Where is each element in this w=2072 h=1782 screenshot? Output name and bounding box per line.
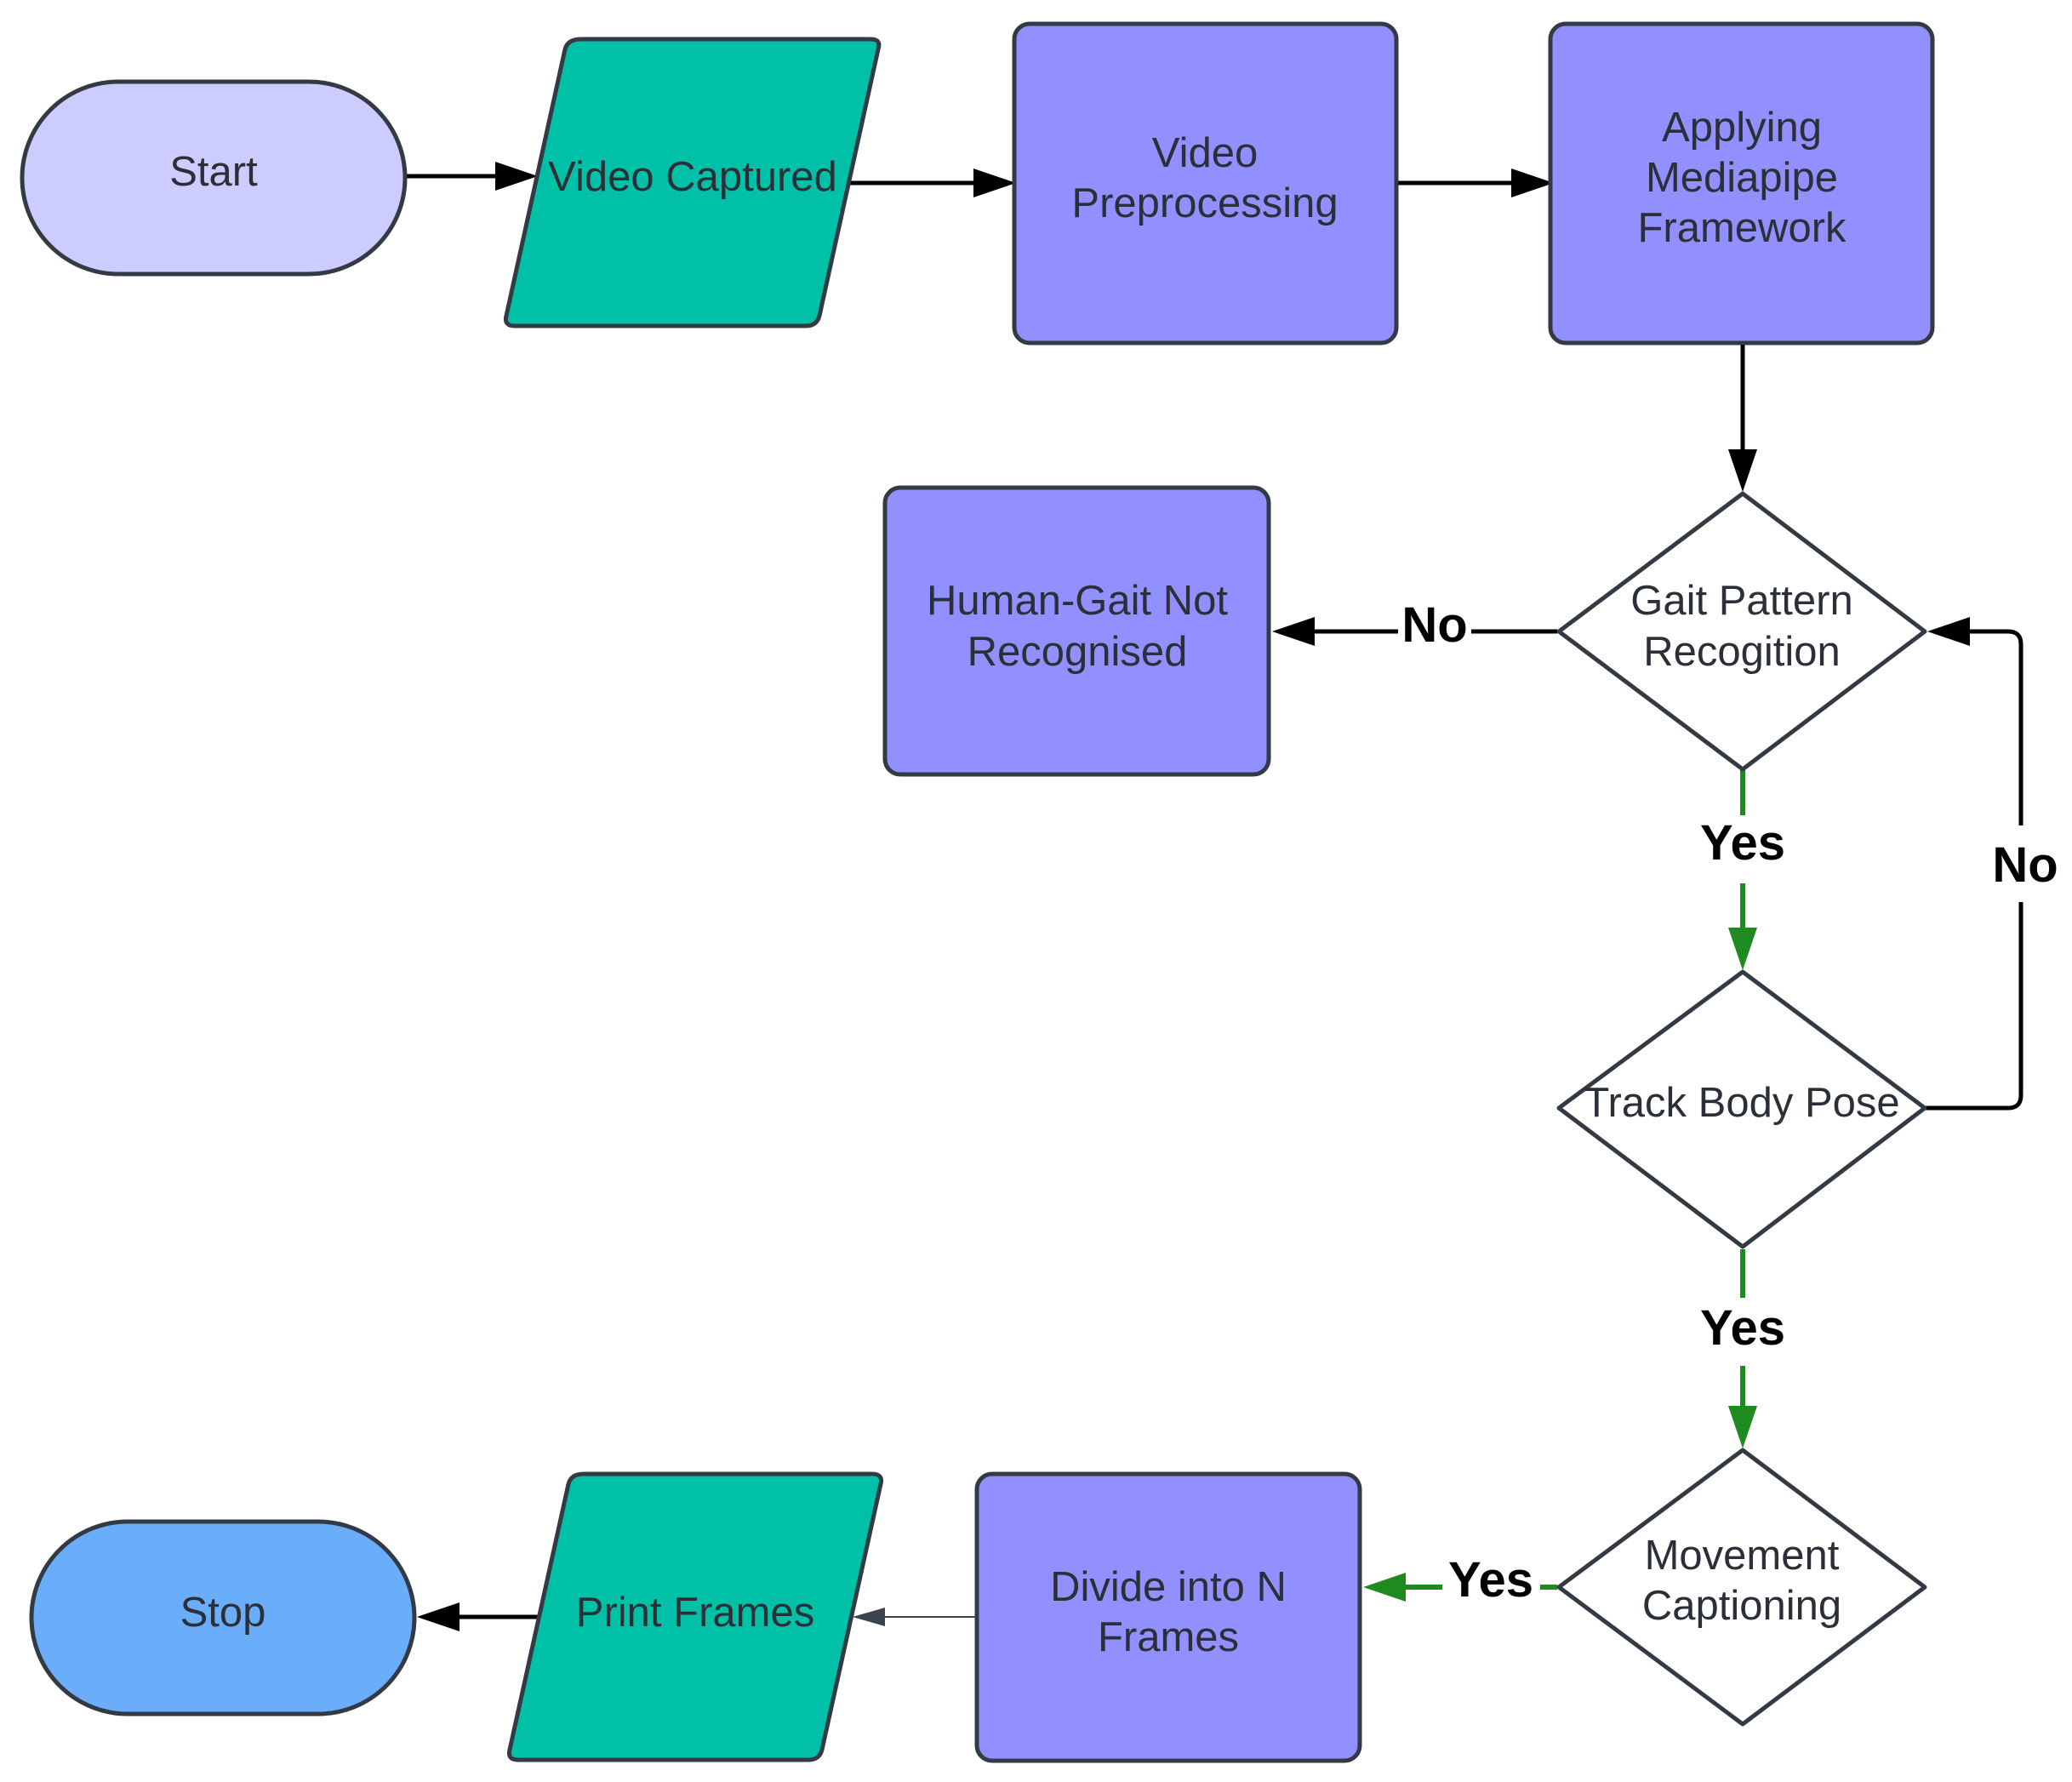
- start-label: Start: [169, 149, 258, 195]
- arrowhead-track-pose-to-movement: [1728, 1406, 1757, 1448]
- video-captured-label: Video Captured: [548, 154, 837, 200]
- label-no-track-pose-to-gait: No: [1992, 837, 2058, 893]
- human-gait-not-recognised-process: Human-Gait Not Recognised: [882, 485, 1271, 777]
- applying-mediapipe-label-line-2: Mediapipe: [1646, 155, 1838, 201]
- divide-label-line-1: Divide into N: [1050, 1564, 1287, 1610]
- edge-track-pose-to-gait-pattern-a: [1925, 902, 2023, 1111]
- nodes: Start Video Captured Video Preprocessing…: [20, 21, 1935, 1763]
- divide-label-line-2: Frames: [1098, 1614, 1239, 1660]
- divide-into-frames-process: Divide into N Frames: [974, 1471, 1362, 1763]
- edges: [406, 162, 2023, 1631]
- track-body-pose-label: Track Body Pose: [1584, 1080, 1899, 1126]
- stop-terminal: Stop: [29, 1519, 417, 1716]
- label-yes-movement-to-divide: Yes: [1448, 1552, 1533, 1608]
- gait-pattern-label-line-2: Recogition: [1643, 629, 1841, 675]
- not-recognised-label-line-1: Human-Gait Not: [927, 578, 1228, 624]
- arrowhead-gait-pattern-to-track-pose: [1728, 928, 1757, 970]
- arrowhead-gait-pattern-to-not-recognised: [1272, 617, 1315, 646]
- video-preprocessing-label-line-2: Preprocessing: [1071, 180, 1338, 226]
- arrowhead-video-captured-to-preprocessing: [973, 168, 1016, 197]
- stop-label: Stop: [180, 1590, 266, 1636]
- not-recognised-label-line-2: Recognised: [968, 629, 1188, 675]
- video-preprocessing-label-line-1: Video: [1152, 130, 1258, 176]
- arrowhead-start-to-video-captured: [495, 162, 538, 191]
- edge-labels: No Yes No Yes Yes: [1401, 597, 2058, 1608]
- video-captured-io: Video Captured: [504, 37, 882, 328]
- edge-track-pose-to-gait-pattern-b: [1970, 629, 2023, 825]
- label-yes-gait-to-track-pose: Yes: [1700, 815, 1785, 871]
- arrowhead-track-pose-to-gait-pattern: [1927, 617, 1970, 646]
- applying-mediapipe-label-line-1: Applying: [1662, 105, 1822, 151]
- movement-captioning-label-line-2: Captioning: [1642, 1583, 1841, 1629]
- applying-mediapipe-label-line-3: Framework: [1637, 205, 1847, 251]
- arrowhead-mediapipe-to-gait-pattern: [1728, 449, 1757, 492]
- print-frames-io: Print Frames: [507, 1471, 883, 1762]
- movement-captioning-decision: Movement Captioning: [1556, 1448, 1927, 1727]
- track-body-pose-decision: Track Body Pose: [1556, 969, 1927, 1249]
- gait-pattern-label-line-1: Gait Pattern: [1630, 578, 1852, 624]
- movement-captioning-label-line-1: Movement: [1645, 1533, 1840, 1579]
- start-terminal: Start: [20, 79, 408, 277]
- applying-mediapipe-process: Applying Mediapipe Framework: [1548, 21, 1935, 346]
- label-no-gait-to-not-recognised: No: [1401, 597, 1467, 653]
- arrowhead-divide-to-print: [853, 1608, 885, 1626]
- label-yes-track-pose-to-movement: Yes: [1700, 1300, 1785, 1356]
- gait-pattern-decision: Gait Pattern Recogition: [1556, 491, 1927, 772]
- arrowhead-movement-to-divide: [1363, 1573, 1406, 1602]
- video-preprocessing-process: Video Preprocessing: [1012, 21, 1399, 346]
- arrowhead-print-to-stop: [417, 1602, 459, 1631]
- arrowhead-preprocessing-to-mediapipe: [1511, 168, 1554, 197]
- print-frames-label: Print Frames: [576, 1590, 814, 1636]
